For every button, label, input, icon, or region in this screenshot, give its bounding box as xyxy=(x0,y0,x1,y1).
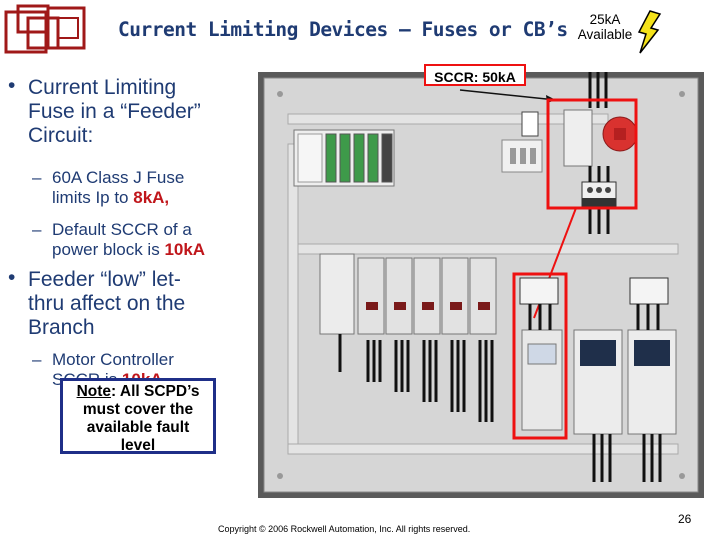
bullet-text: Branch xyxy=(28,316,95,339)
copyright-text: Copyright © 2006 Rockwell Automation, In… xyxy=(218,524,471,534)
bullet-text: Fuse in a “Feeder” xyxy=(28,100,201,123)
lightning-bolt-icon xyxy=(637,10,662,54)
slide-title: Current Limiting Devices – Fuses or CB’s xyxy=(118,18,568,41)
bullet-text: thru affect on the xyxy=(28,292,186,315)
subbullet-text: power block is xyxy=(52,240,165,259)
note-label: Note xyxy=(76,383,112,400)
branch-drives xyxy=(519,277,677,435)
control-panel-illustration xyxy=(258,72,704,498)
bullet-text: Current Limiting xyxy=(28,76,177,99)
subbullet-text: limits Ip to xyxy=(52,188,134,207)
note-text: : All SCPD’s xyxy=(111,383,200,400)
available-fault-text: Available xyxy=(577,27,633,42)
available-fault-value: 25kA xyxy=(589,12,621,27)
note-text: available fault xyxy=(86,419,190,436)
note-box: Note: All SCPD’s must cover the availabl… xyxy=(60,378,216,454)
available-fault-label: 25kA Available xyxy=(570,12,640,42)
highlight-value: 8kA, xyxy=(133,188,170,207)
highlight-value: 10kA xyxy=(164,240,206,259)
feeder-fuse-block xyxy=(521,109,638,209)
bullet-text: Feeder “low” let- xyxy=(28,268,181,291)
logo-icon xyxy=(4,4,86,54)
note-text: must cover the xyxy=(82,401,194,418)
sccr-label: SCCR: 50kA xyxy=(424,64,526,86)
note-text: level xyxy=(120,437,156,454)
subbullet-text: 60A Class J Fuse xyxy=(52,168,185,187)
page-number: 26 xyxy=(678,512,692,526)
plc-rack xyxy=(293,129,395,187)
subbullet-text: Default SCCR of a xyxy=(52,220,192,239)
bullet-text: Circuit: xyxy=(28,124,94,147)
subbullet-text: Motor Controller xyxy=(52,350,174,369)
branch-motor-starters xyxy=(319,253,497,335)
